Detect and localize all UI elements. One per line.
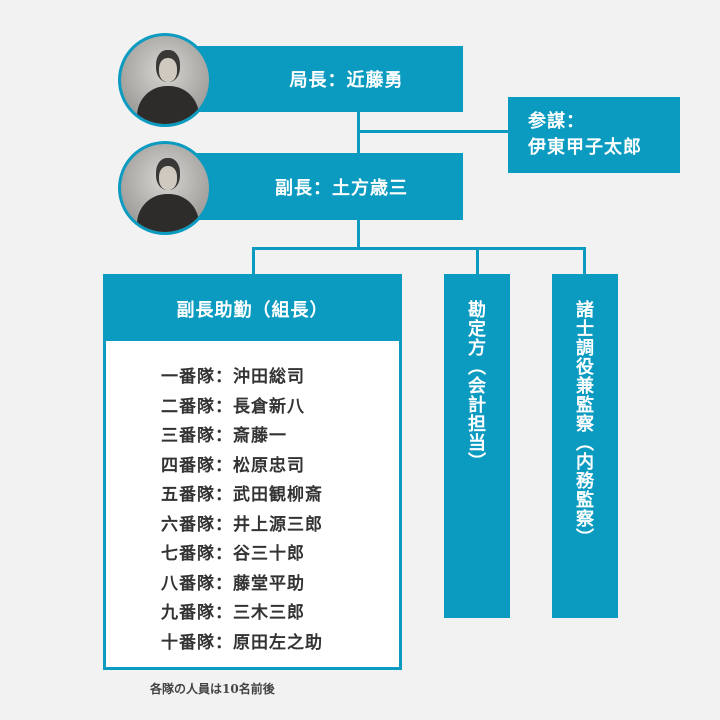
- connector-assistant: [252, 247, 255, 275]
- unit-item: 五番隊：武田観柳斎: [161, 485, 323, 505]
- chief-label: 局長：近藤勇: [289, 70, 404, 91]
- unit-item: 六番隊：井上源三郎: [161, 514, 323, 535]
- assistant-header: 副長助勤（組長）: [106, 277, 399, 341]
- connector-inspection: [583, 247, 586, 275]
- accounting-box: 勘定方（会計担当）: [444, 274, 510, 618]
- unit-item: 八番隊：藤堂平助: [161, 573, 305, 594]
- connector-chief-vice: [357, 112, 360, 154]
- unit-item: 七番隊：谷三十郎: [161, 544, 305, 564]
- vice-chief-portrait: [118, 141, 212, 235]
- connector-staff: [357, 130, 509, 133]
- unit-item: 一番隊：沖田総司: [161, 367, 305, 387]
- assistant-title: 副長助勤（組長）: [176, 300, 329, 321]
- connector-horizontal: [252, 247, 586, 250]
- assistant-box: 副長助勤（組長） 一番隊：沖田総司 二番隊：長倉新八 三番隊：斎藤一 四番隊：松…: [103, 274, 402, 670]
- unit-item: 三番隊：斎藤一: [161, 426, 287, 446]
- unit-item: 九番隊：三木三郎: [161, 603, 305, 623]
- unit-item: 四番隊：松原忠司: [161, 455, 305, 476]
- staff-officer-title: 参謀：: [528, 111, 585, 132]
- unit-size-note: 各隊の人員は10名前後: [150, 682, 275, 696]
- vice-chief-label: 副長：土方歳三: [275, 177, 408, 199]
- unit-item: 十番隊：原田左之助: [161, 632, 323, 653]
- chief-portrait: [118, 33, 212, 127]
- unit-item: 二番隊：長倉新八: [161, 396, 305, 417]
- staff-officer-box: 参謀： 伊東甲子太郎: [508, 97, 680, 173]
- connector-vice-down: [357, 220, 360, 250]
- inspection-box: 諸士調役兼監察（内務監察）: [552, 274, 618, 618]
- chief-box: 局長：近藤勇: [180, 46, 463, 112]
- staff-officer-name: 伊東甲子太郎: [528, 137, 642, 158]
- unit-list: 一番隊：沖田総司 二番隊：長倉新八 三番隊：斎藤一 四番隊：松原忠司 五番隊：武…: [161, 363, 323, 658]
- vice-chief-box: 副長：土方歳三: [180, 153, 463, 220]
- connector-accounting: [476, 247, 479, 275]
- accounting-label: 勘定方（会計担当）: [465, 300, 486, 471]
- inspection-label: 諸士調役兼監察（内務監察）: [573, 300, 594, 547]
